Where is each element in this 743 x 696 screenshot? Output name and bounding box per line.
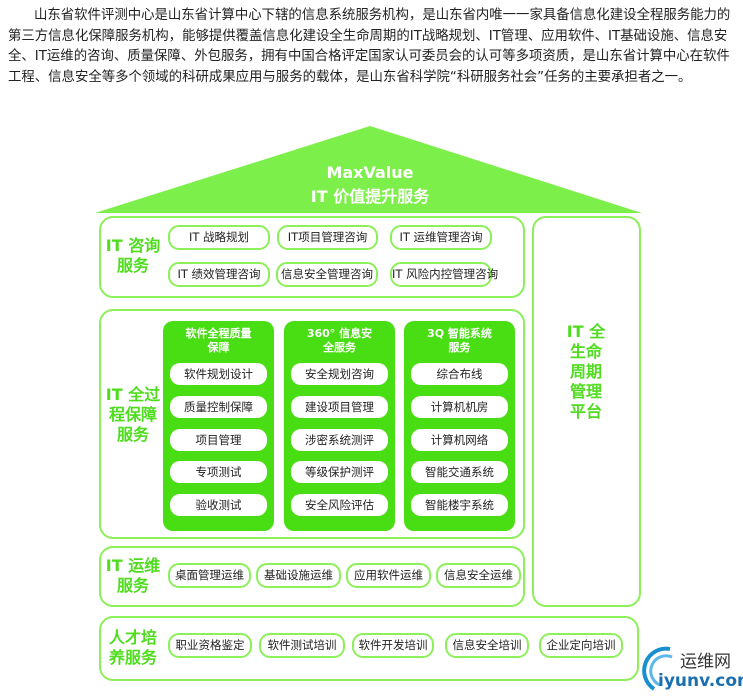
consult-item: IT 绩效管理咨询 bbox=[168, 262, 270, 287]
logo-swirl-icon bbox=[642, 646, 673, 691]
ops-item: 应用软件运维 bbox=[346, 563, 431, 588]
intro-paragraph: 山东省软件评测中心是山东省计算中心下辖的信息系统服务机构，是山东省内唯一一家具备… bbox=[8, 8, 731, 85]
process-item: 智能楼宇系统 bbox=[411, 494, 508, 516]
process-item: 项目管理 bbox=[170, 429, 267, 451]
process-item: 软件规划设计 bbox=[170, 363, 267, 385]
process-item: 计算机机房 bbox=[411, 396, 508, 418]
process-item: 安全风险评估 bbox=[291, 494, 388, 516]
lifecycle-section bbox=[532, 216, 641, 607]
watermark-cn: 运维网 bbox=[680, 652, 731, 672]
process-item: 质量控制保障 bbox=[170, 396, 267, 418]
process-item: 建设项目管理 bbox=[291, 396, 388, 418]
consult-item: IT项目管理咨询 bbox=[277, 225, 378, 250]
talent-item: 职业资格鉴定 bbox=[168, 633, 252, 658]
ops-label: IT 运维服务 bbox=[105, 556, 161, 595]
watermark-en: iyunv.com bbox=[658, 671, 743, 691]
process-item: 安全规划咨询 bbox=[291, 363, 388, 385]
talent-label: 人才培养服务 bbox=[108, 628, 157, 667]
process-column: 360° 信息安全服务安全规划咨询建设项目管理涉密系统测评等级保护测评安全风险评… bbox=[284, 321, 395, 531]
watermark-logo: 运维网 iyunv.com bbox=[640, 645, 743, 695]
process-item: 计算机网络 bbox=[411, 429, 508, 451]
consult-label: IT 咨询服务 bbox=[105, 236, 161, 275]
consult-item: IT 战略规划 bbox=[168, 225, 270, 250]
talent-item: 软件测试培训 bbox=[259, 633, 345, 658]
process-column: 3Q 智能系统服务综合布线计算机机房计算机网络智能交通系统智能楼宇系统 bbox=[404, 321, 515, 531]
process-column-title: 360° 信息安全服务 bbox=[306, 327, 373, 354]
process-item: 专项测试 bbox=[170, 461, 267, 483]
roof-subtitle: IT 价值提升服务 bbox=[310, 187, 430, 206]
process-item: 智能交通系统 bbox=[411, 461, 508, 483]
roof-title: MaxValue bbox=[326, 163, 414, 182]
talent-item: 企业定向培训 bbox=[539, 633, 623, 658]
ops-item: 桌面管理运维 bbox=[168, 563, 251, 588]
roof-shape bbox=[95, 126, 642, 213]
talent-item: 信息安全培训 bbox=[445, 633, 529, 658]
process-label: IT 全过程保障服务 bbox=[105, 385, 161, 444]
process-column-title: 软件全程质量保障 bbox=[185, 327, 252, 354]
talent-item: 软件开发培训 bbox=[352, 633, 434, 658]
lifecycle-label: IT 全生命周期管理平台 bbox=[566, 322, 606, 421]
process-item: 等级保护测评 bbox=[291, 461, 388, 483]
ops-item: 信息安全运维 bbox=[436, 563, 521, 588]
process-column: 软件全程质量保障软件规划设计质量控制保障项目管理专项测试验收测试 bbox=[163, 321, 274, 531]
consult-item: 信息安全管理咨询 bbox=[276, 262, 378, 287]
process-item: 综合布线 bbox=[411, 363, 508, 385]
consult-item: IT 风险内控管理咨询 bbox=[390, 262, 498, 287]
ops-item: 基础设施运维 bbox=[256, 563, 341, 588]
process-column-title: 3Q 智能系统服务 bbox=[427, 327, 492, 354]
process-item: 涉密系统测评 bbox=[291, 429, 388, 451]
process-item: 验收测试 bbox=[170, 494, 267, 516]
consult-item: IT 运维管理咨询 bbox=[390, 225, 492, 250]
